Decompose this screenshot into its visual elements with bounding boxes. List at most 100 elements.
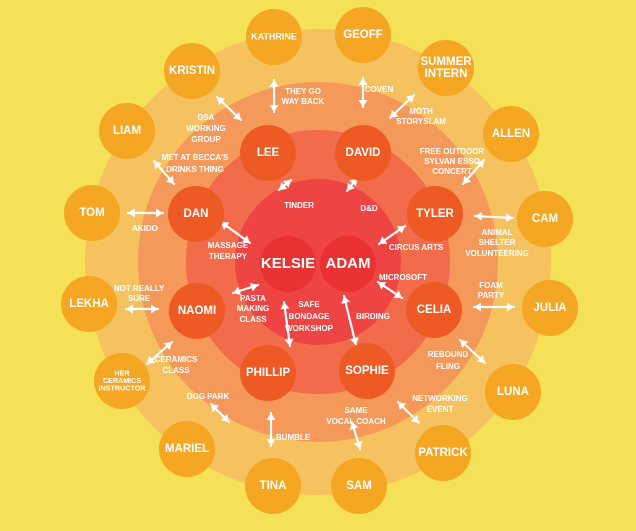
node-david[interactable]: DAVID [335,125,391,181]
node-mariel-label: MARIEL [165,443,209,455]
node-cam-label: CAM [532,213,558,225]
relationship-label-tinder: TINDER [284,201,314,210]
connector-celia-patrick [396,400,421,425]
node-tom[interactable]: TOM [64,185,120,241]
node-sam-label: SAM [346,480,372,492]
node-julia-label: JULIA [533,302,566,314]
node-phillip-label: PHILLIP [246,367,290,379]
node-luna-label: LUNA [497,386,529,398]
connector-dan-kristin [215,95,243,122]
node-patrick[interactable]: PATRICK [415,425,471,481]
relationship-label-birding: BIRDING [356,312,390,321]
node-kristin[interactable]: KRISTIN [164,43,220,99]
connectors-group [124,76,516,451]
connector-center-sophie [341,294,359,347]
connector-phillip-her-ceramics-instructor [145,340,174,366]
node-luna[interactable]: LUNA [485,364,541,420]
relationship-label-bumble: BUMBLE [276,433,311,442]
connector-sophie-tina [266,411,276,448]
connector-center-david [345,176,359,193]
connector-tyler-cam [473,211,515,223]
node-kathrine[interactable]: KATHRINE [246,9,302,65]
node-sophie-label: SOPHIE [345,365,389,377]
relationship-label-d-d: D&D [360,204,378,213]
node-tina-label: TINA [260,480,287,492]
node-lekha-label: LEKHA [69,298,109,310]
connector-center-phillip [280,300,294,348]
connector-tyler-julia [472,302,516,312]
node-adam-label: ADAM [326,255,371,272]
connector-naomi-tom [126,208,165,218]
node-allen[interactable]: ALLEN [483,106,539,162]
ring-core [235,179,401,345]
connector-center-dan [219,220,252,245]
relationship-labels-group: TINDER D&D CIRCUS ARTS MICROSOFT BIRDING SAFE… [114,85,529,442]
node-david-label: DAVID [346,147,381,159]
node-phillip[interactable]: PHILLIP [240,345,296,401]
node-kathrine-label: KATHRINE [251,31,297,41]
connector-center-tyler [377,224,407,246]
node-liam[interactable]: LIAM [99,103,155,159]
node-tina[interactable]: TINA [245,458,301,514]
node-adam[interactable]: ADAM [320,236,376,292]
node-julia[interactable]: JULIA [522,280,578,336]
node-naomi-label: NAOMI [178,305,216,317]
node-geoff[interactable]: GEOFF [335,7,391,63]
node-allen-label: ALLEN [492,128,530,140]
node-lee[interactable]: LEE [240,125,296,181]
connector-naomi-lekha [124,304,160,314]
relationship-label-coven: COVEN [365,85,394,94]
connector-lee-kathrine [269,78,279,114]
nodes-group: KELSIE ADAM LEE DAVID TYLER CELIA SOPHIE PHILLI… [61,7,578,514]
node-celia[interactable]: CELIA [406,282,462,338]
connector-david-summer-intern [388,93,416,120]
node-sophie[interactable]: SOPHIE [339,343,395,399]
connector-sophie-sam [349,420,363,451]
connector-phillip-mariel [209,402,231,424]
node-kelsie-label: KELSIE [261,255,315,272]
connector-center-naomi [231,282,260,296]
connector-dan-liam [152,159,176,186]
relationship-label-microsoft: MICROSOFT [379,273,427,282]
connector-center-lee [277,178,293,192]
node-cam[interactable]: CAM [517,191,573,247]
connector-lee-geoff [358,76,368,109]
node-dan[interactable]: DAN [168,186,224,242]
node-kelsie[interactable]: KELSIE [260,236,316,292]
node-tyler[interactable]: TYLER [407,186,463,242]
node-kristin-label: KRISTIN [169,65,215,77]
node-mariel[interactable]: MARIEL [159,421,215,477]
connector-celia-luna [458,338,487,365]
relationship-label-circus-arts: CIRCUS ARTS [389,243,444,252]
node-sam[interactable]: SAM [331,458,387,514]
node-lekha[interactable]: LEKHA [61,276,117,332]
node-naomi[interactable]: NAOMI [169,283,225,339]
node-tom-label: TOM [79,207,104,219]
connector-david-allen [461,158,486,186]
node-patrick-label: PATRICK [418,447,468,459]
node-celia-label: CELIA [417,304,452,316]
relationship-label-dog-park: DOG PARK [187,392,230,401]
rings-group [85,29,551,495]
connector-center-celia [376,280,404,300]
node-tyler-label: TYLER [416,208,454,220]
node-lee-label: LEE [257,147,280,159]
